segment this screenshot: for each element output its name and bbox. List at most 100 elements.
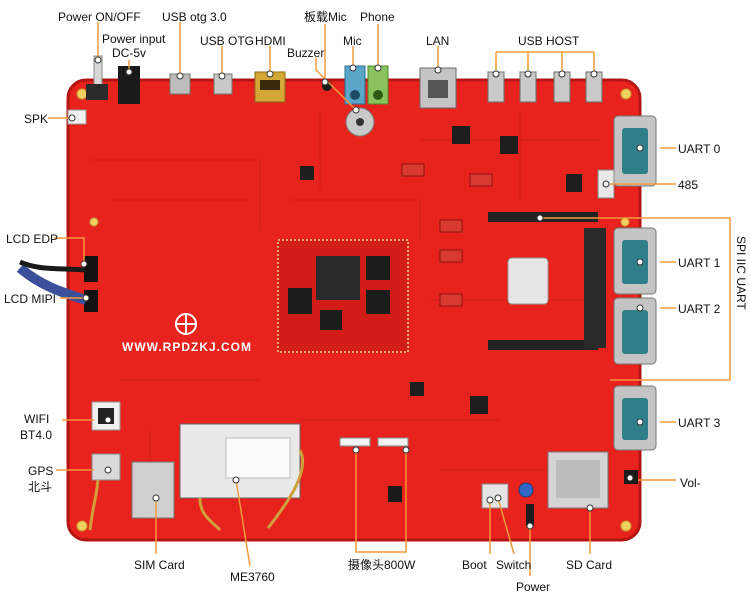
label-uart0: UART 0 <box>678 142 721 156</box>
label-usb-host: USB HOST <box>518 34 580 48</box>
boot-switch-block <box>481 483 509 509</box>
callout-dot-4 <box>266 70 274 78</box>
callout-dot-26 <box>486 496 494 504</box>
memory-chips <box>288 256 390 330</box>
label-usb-otg30: USB otg 3.0 <box>162 10 227 24</box>
antenna-cable-left <box>198 497 222 532</box>
me3760-module-label <box>225 437 291 479</box>
callout-dot-21 <box>626 474 634 482</box>
callout-lines <box>48 22 731 576</box>
callout-dot-11 <box>636 144 644 152</box>
callout-dot-6 <box>352 106 360 114</box>
camera-connector-2 <box>377 437 409 447</box>
lcd-edp-connector <box>84 256 98 282</box>
label-camera: 摄像头800W <box>348 558 416 572</box>
label-hdmi: HDMI <box>255 34 286 48</box>
callout-dot-20 <box>104 466 112 474</box>
label-dc5v: DC-5v <box>112 46 147 60</box>
camera-connector-1 <box>339 437 371 447</box>
callout-dot-17 <box>636 304 644 312</box>
phone-jack-hole <box>373 90 383 100</box>
dip-switches <box>401 163 493 307</box>
lan-port-inner <box>428 80 448 98</box>
uart-connectors <box>613 115 657 451</box>
label-uart2: UART 2 <box>678 302 721 316</box>
label-lcd-mipi: LCD MIPI <box>4 292 57 306</box>
callout-me3760 <box>235 479 251 567</box>
board-website: WWW.RPDZKJ.COM <box>122 340 252 354</box>
callout-buzzer <box>315 58 357 111</box>
usb-host-ports <box>487 71 603 103</box>
callout-dot-23 <box>232 476 240 484</box>
callout-dot-1 <box>125 68 133 76</box>
callout-dot-10 <box>68 114 76 122</box>
hdmi-port-inner <box>260 80 280 90</box>
gps-module <box>91 453 121 481</box>
pcb-traces <box>90 110 600 520</box>
label-uart1: UART 1 <box>678 256 721 270</box>
callout-switch <box>497 497 515 555</box>
label-lan: LAN <box>426 34 450 48</box>
callout-dot-5 <box>321 78 329 86</box>
callout-dot-2 <box>176 72 184 80</box>
mounting-holes <box>76 88 632 532</box>
callout-dot-19 <box>636 418 644 426</box>
label-uart3: UART 3 <box>678 416 721 430</box>
lcd-ribbon-cable-dark <box>18 259 87 273</box>
misc-chips <box>300 126 582 414</box>
callout-dot-8 <box>374 64 382 72</box>
label-lcd-edp: LCD EDP <box>6 232 59 246</box>
label-bt: BT4.0 <box>20 428 53 442</box>
callout-dot-9 <box>434 66 442 74</box>
callout-camera <box>355 450 407 553</box>
callout-dot-29 <box>586 504 594 512</box>
callout-dot-7 <box>349 64 357 72</box>
callout-dot-24 <box>352 446 360 454</box>
callout-dot-27 <box>494 494 502 502</box>
label-phone: Phone <box>360 10 395 24</box>
callout-dot-32 <box>558 70 566 78</box>
battery-holder <box>507 257 549 305</box>
mic-jack-hole <box>350 90 360 100</box>
label-buzzer: Buzzer <box>287 46 325 60</box>
label-board-mic: 板载Mic <box>304 10 347 24</box>
header-side <box>584 228 606 348</box>
label-power-onoff: Power ON/OFF <box>58 10 141 24</box>
wifi-bt-module <box>91 401 121 431</box>
callout-dot-30 <box>492 70 500 78</box>
soc-chip <box>316 256 360 300</box>
label-vol-minus: Vol- <box>680 476 701 490</box>
callout-dot-3 <box>218 72 226 80</box>
potentiometer <box>518 482 534 498</box>
gps-antenna-cable <box>88 479 100 531</box>
callout-dot-15 <box>636 258 644 266</box>
label-switch: Switch <box>496 558 532 572</box>
label-rs485: 485 <box>678 178 699 192</box>
label-sim-card: SIM Card <box>134 558 185 572</box>
power-button <box>526 504 534 526</box>
antenna-cable-right <box>266 449 305 529</box>
label-me3760: ME3760 <box>230 570 275 584</box>
callout-dot-16 <box>82 294 90 302</box>
callout-dots <box>68 56 644 530</box>
callout-lcd-edp <box>54 237 85 264</box>
label-power-input: Power input <box>102 32 166 46</box>
callout-dot-31 <box>524 70 532 78</box>
power-switch-base <box>86 84 108 100</box>
label-spk: SPK <box>24 112 49 126</box>
sd-card-slot-inner <box>556 460 600 498</box>
sim-card-slot <box>131 461 175 519</box>
callout-dot-12 <box>602 180 610 188</box>
label-spi-iic-uart: SPI IIC UART <box>734 236 748 310</box>
callout-dot-25 <box>402 446 410 454</box>
label-beidou: 北斗 <box>28 480 53 494</box>
callout-dot-13 <box>80 260 88 268</box>
label-wifi: WIFI <box>24 412 50 426</box>
label-boot: Boot <box>462 558 487 572</box>
camera-module <box>388 486 402 502</box>
callout-spi-iic-uart <box>540 217 731 381</box>
callout-dot-22 <box>152 494 160 502</box>
rpdz-logo <box>175 313 197 335</box>
buzzer-center <box>356 118 364 126</box>
